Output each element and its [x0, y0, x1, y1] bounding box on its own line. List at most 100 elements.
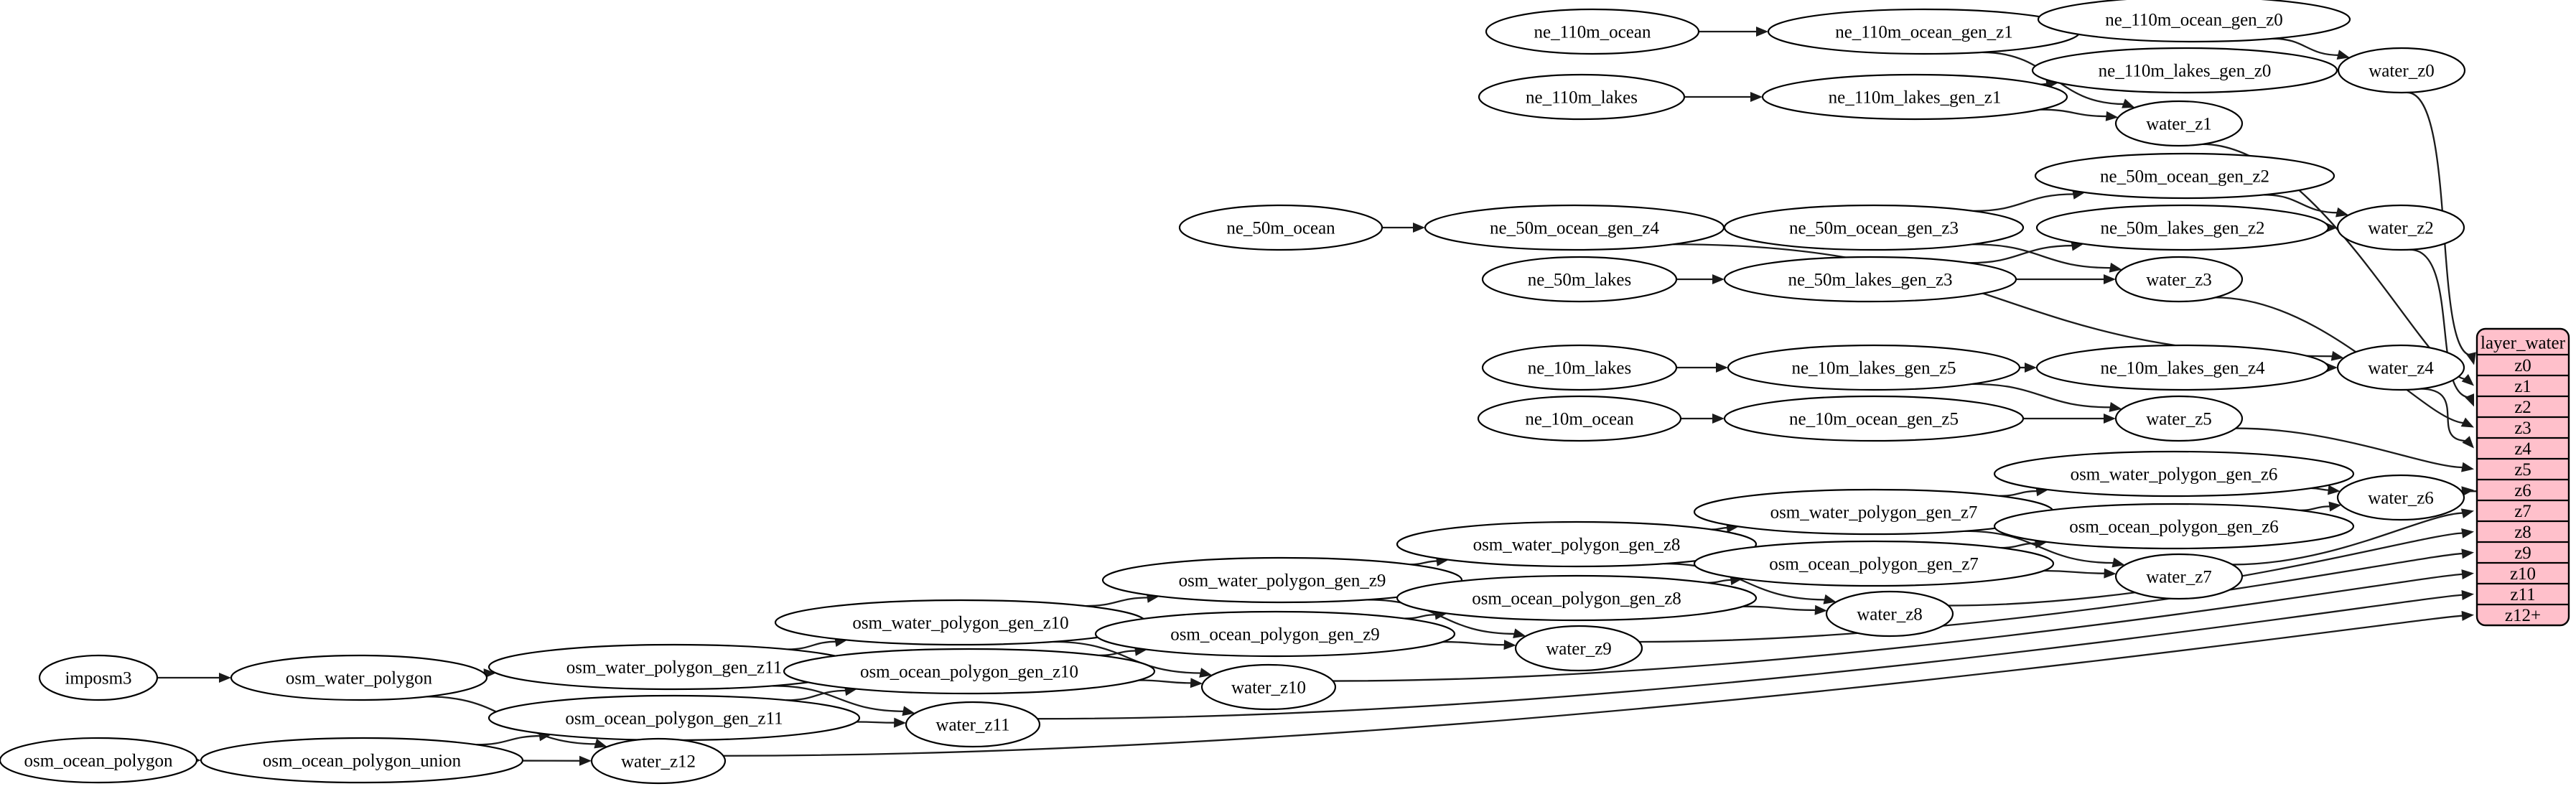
- record-cell-z8[interactable]: z8: [2514, 523, 2531, 542]
- record-node-layer-water[interactable]: layer_waterz0z1z2z3z4z5z6z7z8z9z10z11z12…: [2475, 327, 2570, 627]
- node-ne_50m_ocean_gen_z4[interactable]: ne_50m_ocean_gen_z4: [1424, 204, 1725, 251]
- node-water_z1[interactable]: water_z1: [2114, 100, 2244, 147]
- node-ne_10m_lakes_gen_z5[interactable]: ne_10m_lakes_gen_z5: [1727, 344, 2021, 391]
- node-label: ne_110m_lakes_gen_z0: [2099, 62, 2272, 81]
- record-cell-z4[interactable]: z4: [2514, 439, 2531, 459]
- node-ne_110m_ocean_gen_z1[interactable]: ne_110m_ocean_gen_z1: [1767, 8, 2081, 55]
- edges-layer: [157, 20, 2478, 766]
- node-water_z8[interactable]: water_z8: [1825, 590, 1954, 638]
- node-water_z4[interactable]: water_z4: [2336, 344, 2465, 391]
- node-shape: [2035, 204, 2330, 251]
- node-ne_50m_ocean_gen_z3[interactable]: ne_50m_ocean_gen_z3: [1723, 204, 2025, 251]
- node-shape: [1723, 256, 2017, 303]
- node-osm_ocean_polygon[interactable]: osm_ocean_polygon: [0, 737, 198, 784]
- node-osm_water_polygon_gen_z11[interactable]: osm_water_polygon_gen_z11: [487, 643, 861, 691]
- node-osm_water_polygon_gen_z9[interactable]: osm_water_polygon_gen_z9: [1101, 556, 1463, 604]
- node-shape: [1178, 204, 1383, 251]
- node-osm_ocean_polygon_gen_z6[interactable]: osm_ocean_polygon_gen_z6: [1993, 503, 2355, 550]
- node-osm_ocean_polygon_gen_z7[interactable]: osm_ocean_polygon_gen_z7: [1693, 540, 2055, 587]
- node-osm_water_polygon[interactable]: osm_water_polygon: [230, 654, 488, 701]
- node-osm_water_polygon_gen_z6[interactable]: osm_water_polygon_gen_z6: [1993, 450, 2355, 498]
- node-ne_110m_ocean_gen_z0[interactable]: ne_110m_ocean_gen_z0: [2037, 0, 2351, 43]
- node-water_z0[interactable]: water_z0: [2337, 47, 2466, 94]
- node-osm_ocean_polygon_gen_z10[interactable]: osm_ocean_polygon_gen_z10: [783, 648, 1156, 695]
- edge-arrowhead: [2104, 414, 2116, 424]
- edge-osm_ocean_polygon_gen_z10-to-osm_ocean_polygon_gen_z9: [1098, 650, 1137, 657]
- edge-arrowhead: [2465, 393, 2475, 407]
- edge-arrowhead: [2466, 352, 2476, 365]
- edge-arrowhead: [1716, 363, 1728, 373]
- node-shape: [2114, 553, 2244, 600]
- node-ne_110m_lakes_gen_z1[interactable]: ne_110m_lakes_gen_z1: [1761, 73, 2068, 121]
- node-ne_10m_lakes[interactable]: ne_10m_lakes: [1481, 344, 1678, 391]
- node-label: osm_ocean_polygon_gen_z10: [860, 663, 1078, 682]
- node-water_z10[interactable]: water_z10: [1200, 663, 1337, 711]
- edge-arrowhead: [2330, 350, 2344, 361]
- record-cell-z11[interactable]: z11: [2510, 585, 2535, 604]
- node-imposm3[interactable]: imposm3: [38, 654, 159, 701]
- record-cell-z12plus[interactable]: z12+: [2505, 606, 2541, 625]
- edge-arrowhead: [2462, 436, 2474, 449]
- node-label: osm_water_polygon_gen_z7: [1770, 503, 1978, 523]
- node-water_z9[interactable]: water_z9: [1514, 625, 1643, 672]
- node-label: osm_water_polygon: [286, 669, 433, 688]
- node-ne_110m_lakes_gen_z0[interactable]: ne_110m_lakes_gen_z0: [2031, 47, 2338, 94]
- node-ne_50m_ocean[interactable]: ne_50m_ocean: [1178, 204, 1383, 251]
- node-ne_50m_lakes_gen_z3[interactable]: ne_50m_lakes_gen_z3: [1723, 256, 2017, 303]
- node-water_z11[interactable]: water_z11: [905, 701, 1041, 748]
- node-osm_ocean_polygon_gen_z9[interactable]: osm_ocean_polygon_gen_z9: [1094, 610, 1456, 658]
- node-ne_50m_lakes_gen_z2[interactable]: ne_50m_lakes_gen_z2: [2035, 204, 2330, 251]
- edge-ne_50m_ocean_gen_z3-to-water_z3: [1972, 243, 2112, 269]
- node-water_z7[interactable]: water_z7: [2114, 553, 2244, 600]
- record-cell-z10[interactable]: z10: [2510, 564, 2536, 584]
- node-water_z5[interactable]: water_z5: [2114, 395, 2244, 442]
- node-osm_water_polygon_gen_z8[interactable]: osm_water_polygon_gen_z8: [1396, 520, 1758, 568]
- record-cell-z2[interactable]: z2: [2514, 398, 2531, 417]
- node-shape: [2114, 256, 2244, 303]
- node-ne_110m_ocean[interactable]: ne_110m_ocean: [1485, 8, 1700, 55]
- node-osm_ocean_polygon_union[interactable]: osm_ocean_polygon_union: [200, 737, 524, 784]
- node-water_z3[interactable]: water_z3: [2114, 256, 2244, 303]
- record-cell-z5[interactable]: z5: [2514, 460, 2531, 480]
- node-ne_50m_lakes[interactable]: ne_50m_lakes: [1481, 256, 1678, 303]
- edge-arrowhead: [2105, 111, 2119, 121]
- record-cell-z3[interactable]: z3: [2514, 419, 2531, 438]
- node-ne_10m_lakes_gen_z4[interactable]: ne_10m_lakes_gen_z4: [2035, 344, 2330, 391]
- node-osm_ocean_polygon_gen_z8[interactable]: osm_ocean_polygon_gen_z8: [1396, 574, 1758, 622]
- edge-arrowhead: [2460, 508, 2474, 519]
- node-shape: [1200, 663, 1337, 711]
- edge-osm_ocean_polygon_gen_z6-to-water_z6: [2299, 505, 2332, 512]
- node-shape: [1727, 344, 2021, 391]
- node-label: osm_ocean_polygon: [24, 752, 173, 771]
- node-water_z12[interactable]: water_z12: [590, 737, 727, 785]
- node-ne_110m_lakes[interactable]: ne_110m_lakes: [1478, 73, 1686, 121]
- node-ne_50m_ocean_gen_z2[interactable]: ne_50m_ocean_gen_z2: [2034, 152, 2335, 200]
- edge-ne_110m_lakes_gen_z1-to-water_z1: [2040, 108, 2109, 118]
- node-label: imposm3: [65, 669, 131, 688]
- edge-water_z4-to-layer_water-z4: [2419, 388, 2468, 442]
- node-label: ne_10m_lakes_gen_z5: [1791, 359, 1956, 378]
- edge-osm_water_polygon_gen_z10-to-water_z10: [1053, 640, 1203, 674]
- edge-arrowhead: [2461, 486, 2474, 497]
- edge-arrowhead: [2111, 557, 2125, 568]
- edge-ne_50m_ocean_gen_z4-to-water_z4: [1673, 243, 2334, 358]
- node-ne_10m_ocean[interactable]: ne_10m_ocean: [1477, 395, 1682, 442]
- edge-arrowhead: [1513, 628, 1526, 639]
- edge-arrowhead: [2461, 373, 2474, 386]
- node-shape: [2336, 344, 2465, 391]
- node-osm_water_polygon_gen_z10[interactable]: osm_water_polygon_gen_z10: [774, 599, 1147, 646]
- record-cell-z9[interactable]: z9: [2514, 543, 2531, 563]
- node-label: ne_50m_lakes: [1528, 271, 1631, 290]
- node-label: osm_water_polygon_gen_z9: [1179, 571, 1386, 591]
- edge-osm_ocean_polygon_gen_z11-to-osm_ocean_polygon_gen_z10: [786, 689, 848, 701]
- node-water_z2[interactable]: water_z2: [2336, 204, 2465, 251]
- record-cell-z1[interactable]: z1: [2514, 377, 2531, 396]
- record-cell-z6[interactable]: z6: [2514, 481, 2531, 500]
- node-shape: [2035, 344, 2330, 391]
- node-water_z6[interactable]: water_z6: [2336, 474, 2465, 521]
- record-cell-z7[interactable]: z7: [2514, 502, 2531, 521]
- record-cell-z0[interactable]: z0: [2514, 356, 2531, 375]
- node-ne_10m_ocean_gen_z5[interactable]: ne_10m_ocean_gen_z5: [1723, 395, 2025, 442]
- edge-osm_water_polygon_gen_z7-to-water_z7: [1964, 530, 2115, 564]
- node-osm_ocean_polygon_gen_z11[interactable]: osm_ocean_polygon_gen_z11: [487, 694, 861, 742]
